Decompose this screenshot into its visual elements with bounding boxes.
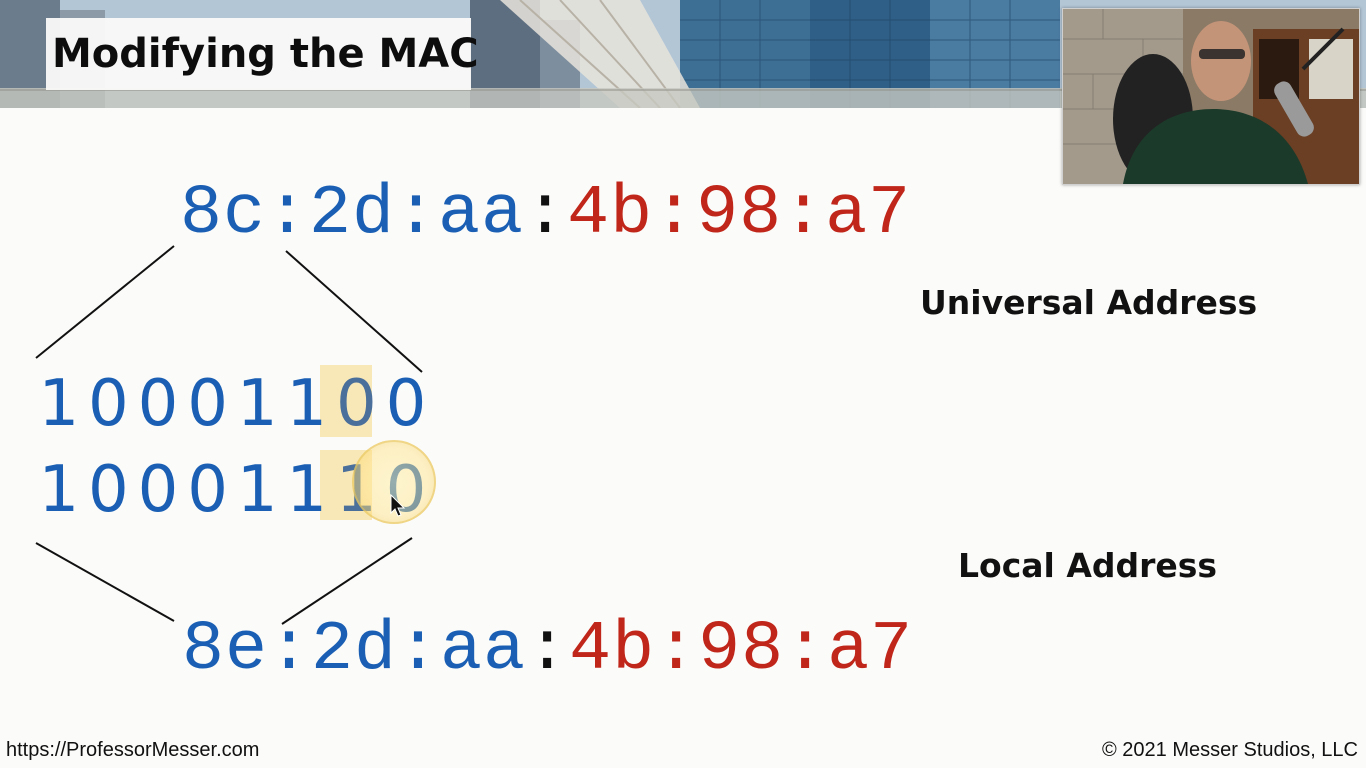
mac-oui-top: 8c:2d:aa [180, 175, 525, 254]
bit: 1 [236, 367, 278, 441]
bit-highlight-top-left [320, 365, 372, 437]
local-address-label: Local Address [958, 546, 1218, 585]
bit: 0 [137, 367, 179, 441]
webcam-video-frame [1063, 9, 1359, 184]
bit: 1 [236, 453, 278, 527]
bit: 1 [38, 367, 80, 441]
mac-nic-bottom: 4b:98:a7 [569, 611, 914, 690]
bit: 0 [336, 367, 377, 441]
title-background [46, 18, 471, 90]
mouse-pointer-icon [390, 494, 406, 517]
connector-top-right [285, 250, 423, 373]
bit: 0 [187, 453, 228, 527]
bit: 0 [88, 367, 129, 441]
bit: 0 [187, 367, 228, 441]
mac-separator-bottom: : [526, 611, 570, 690]
presenter-webcam-icon [1062, 8, 1360, 185]
bit: 1 [38, 453, 80, 527]
mac-separator-top: : [524, 175, 568, 254]
mac-address-universal: 8c:2d:aa:4b:98:a7 [180, 180, 911, 250]
connector-top-left [35, 245, 175, 359]
connector-bottom-left [35, 542, 175, 622]
footer-url: https://ProfessorMesser.com [6, 739, 260, 761]
bit: 0 [385, 367, 427, 441]
bit: 0 [88, 453, 129, 527]
bit: 1 [286, 367, 328, 441]
universal-address-label: Universal Address [920, 283, 1258, 322]
bit: 1 [286, 453, 328, 527]
slide-title: Modifying the MAC [52, 31, 479, 77]
mac-address-local: 8e:2d:aa:4b:98:a7 [182, 616, 913, 686]
bit: 0 [137, 453, 179, 527]
mac-nic-top: 4b:98:a7 [567, 175, 912, 254]
mac-oui-bottom: 8e:2d:aa [182, 611, 527, 690]
footer-copyright: © 2021 Messer Studios, LLC [1102, 739, 1358, 761]
